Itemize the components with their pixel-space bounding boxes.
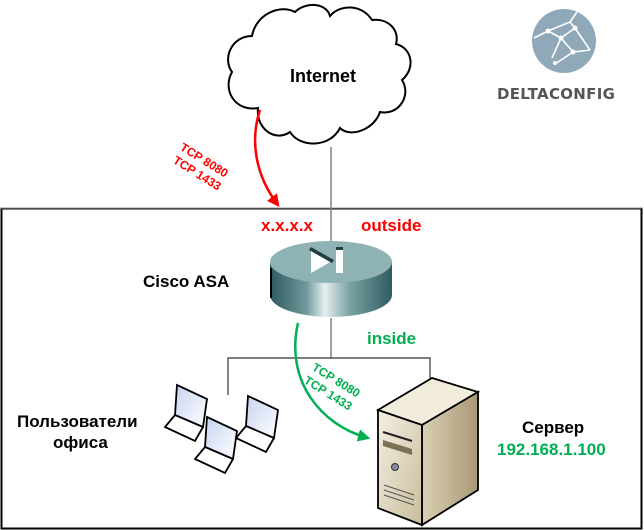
deltaconfig-logo-text: DELTACONFIG (497, 85, 616, 103)
internet-label: Internet (290, 66, 357, 86)
outside-ip: x.x.x.x (261, 216, 313, 235)
lan-bus (227, 357, 431, 395)
cisco-asa-icon (270, 241, 392, 317)
inbound-arrow (253, 109, 280, 207)
forwarded-arrow (294, 322, 371, 442)
internet-cloud-icon (227, 4, 412, 145)
cisco-asa-label: Cisco ASA (143, 272, 230, 291)
office-laptops-icon (163, 383, 279, 475)
server-ip: 192.168.1.100 (497, 440, 606, 459)
server-label: Сервер (522, 418, 585, 437)
inside-label: inside (367, 329, 417, 348)
deltaconfig-logo-icon (532, 9, 596, 73)
office-users-label-line2: офиса (53, 433, 108, 452)
outside-label: outside (361, 216, 422, 235)
office-users-label-line1: Пользователи (17, 412, 138, 431)
server-icon (375, 377, 481, 527)
